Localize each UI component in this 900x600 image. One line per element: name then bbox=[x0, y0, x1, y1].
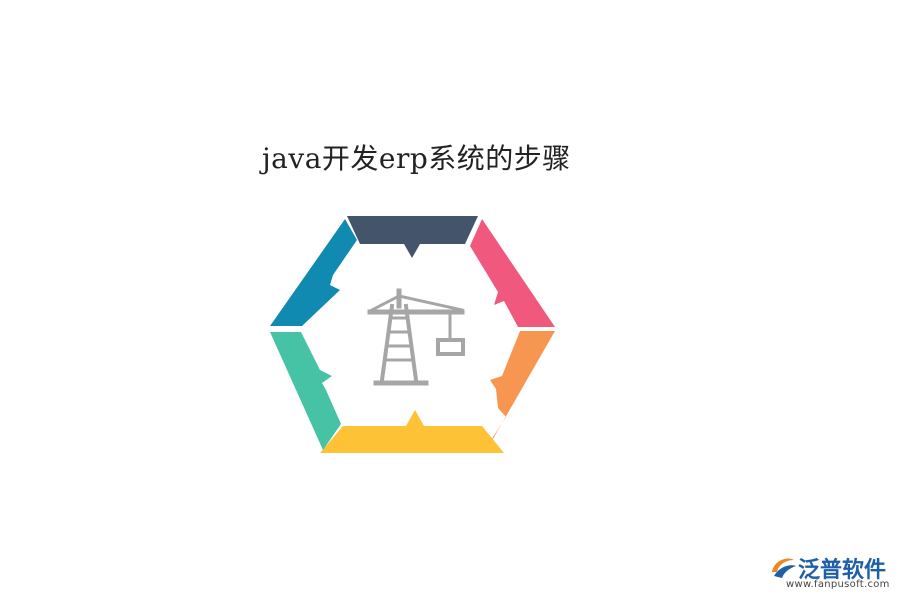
segment-upper-left bbox=[270, 219, 357, 326]
brand-name: 泛普软件 bbox=[798, 558, 887, 583]
segment-top bbox=[347, 216, 478, 258]
segment-lower-left bbox=[270, 332, 341, 450]
fanpu-logo-icon bbox=[772, 558, 796, 578]
segment-lower-right bbox=[484, 331, 555, 451]
segment-bottom bbox=[320, 410, 504, 453]
segment-upper-right bbox=[470, 219, 555, 327]
crane-icon bbox=[367, 288, 465, 386]
brand-url: www.fanpusoft.com bbox=[786, 579, 890, 590]
brand-logo: 泛普软件 www.fanpusoft.com bbox=[768, 552, 892, 592]
page-title: java开发erp系统的步骤 bbox=[262, 142, 571, 175]
